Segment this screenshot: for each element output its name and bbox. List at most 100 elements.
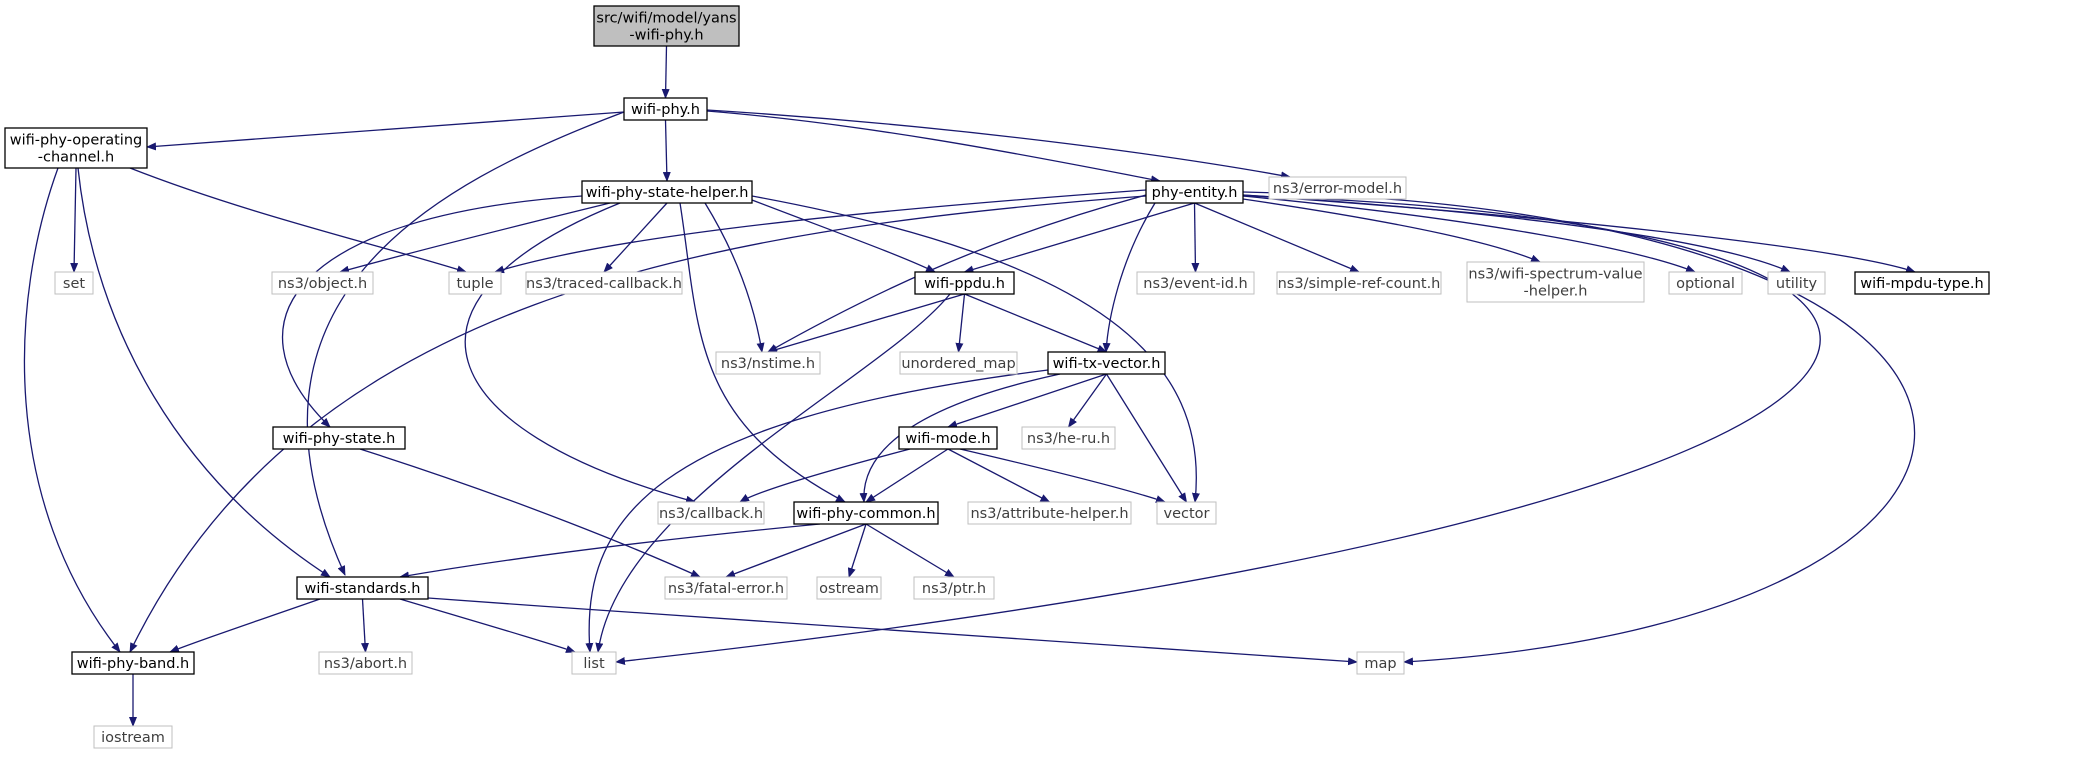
node-ostream: ostream <box>816 576 882 600</box>
node-label-attrhelper: ns3/attribute-helper.h <box>970 506 1128 522</box>
node-statehelper[interactable]: wifi-phy-state-helper.h <box>581 180 753 204</box>
node-nstime: ns3/nstime.h <box>715 351 821 375</box>
edge-txvector-to-heru <box>1067 373 1108 428</box>
edge-phyentity-to-spectrum <box>1242 198 1541 263</box>
node-label-mpdutype: wifi-mpdu-type.h <box>1860 276 1983 292</box>
node-label-utility: utility <box>1776 276 1818 292</box>
edge-phyentity-to-nstime <box>767 194 1147 353</box>
edge-txvector-to-vector <box>1105 373 1188 503</box>
node-fatal: ns3/fatal-error.h <box>664 576 788 600</box>
edge-yans-to-wifiphy <box>661 45 670 99</box>
edge-standards-to-abort <box>360 598 369 653</box>
node-txvector[interactable]: wifi-tx-vector.h <box>1047 351 1166 375</box>
node-label-yans: -wifi-phy.h <box>629 28 703 44</box>
node-box-map <box>1356 651 1405 675</box>
node-traced: ns3/traced-callback.h <box>525 271 683 295</box>
node-label-map: map <box>1364 656 1396 672</box>
edge-opchan-to-band <box>23 167 121 653</box>
edge-statehelper-to-object <box>339 202 611 274</box>
node-box-optional <box>1668 271 1743 295</box>
edge-opchan-to-tuple <box>129 167 467 274</box>
node-label-abort: ns3/abort.h <box>324 656 407 672</box>
node-label-ptr: ns3/ptr.h <box>922 581 986 597</box>
node-label-unordered: unordered_map <box>901 356 1015 372</box>
node-unordered: unordered_map <box>899 351 1018 375</box>
edge-phyentity-to-utility <box>1242 194 1791 273</box>
edge-wifiphy-to-statehelper <box>662 119 671 182</box>
node-label-object: ns3/object.h <box>278 276 367 292</box>
edge-statehelper-to-phystate <box>281 195 583 428</box>
node-standards[interactable]: wifi-standards.h <box>296 576 429 600</box>
edge-wifiphy-to-phyentity <box>706 110 1161 184</box>
node-box-standards <box>296 576 429 600</box>
node-box-vector <box>1156 501 1217 525</box>
node-box-wifimode <box>898 426 998 450</box>
node-wifimode[interactable]: wifi-mode.h <box>898 426 998 450</box>
node-wifiphy[interactable]: wifi-phy.h <box>623 97 708 121</box>
node-label-phystate: wifi-phy-state.h <box>283 431 396 447</box>
node-heru: ns3/he-ru.h <box>1021 426 1116 450</box>
node-label-wifimode: wifi-mode.h <box>905 431 990 447</box>
node-box-phycommon <box>793 501 939 525</box>
node-box-statehelper <box>581 180 753 204</box>
node-box-iostream <box>93 725 173 749</box>
node-label-spectrum: -helper.h <box>1524 284 1588 300</box>
node-box-abort <box>318 651 413 675</box>
node-phycommon[interactable]: wifi-phy-common.h <box>793 501 939 525</box>
node-label-iostream: iostream <box>101 730 165 746</box>
node-label-list: list <box>583 656 605 672</box>
node-box-tuple <box>448 271 502 295</box>
node-yans: src/wifi/model/yans-wifi-phy.h <box>593 5 740 47</box>
node-optional: optional <box>1668 271 1743 295</box>
edge-phyentity-to-txvector <box>1102 202 1156 353</box>
node-label-errormodel: ns3/error-model.h <box>1273 181 1402 197</box>
node-label-yans: src/wifi/model/yans <box>596 11 736 27</box>
edge-statehelper-to-traced <box>603 202 668 273</box>
node-opchan[interactable]: wifi-phy-operating-channel.h <box>4 127 148 169</box>
node-label-opchan: -channel.h <box>38 150 114 166</box>
node-ppdu[interactable]: wifi-ppdu.h <box>914 271 1015 295</box>
node-box-yans <box>593 5 740 47</box>
edge-txvector-to-list <box>585 369 1049 653</box>
node-box-object <box>271 271 374 295</box>
node-box-nstime <box>715 351 821 375</box>
node-label-txvector: wifi-tx-vector.h <box>1053 356 1161 372</box>
edge-phycommon-to-fatal <box>725 523 867 578</box>
edge-wifimode-to-phycommon <box>865 448 949 503</box>
node-box-txvector <box>1047 351 1166 375</box>
edge-phycommon-to-ptr <box>865 523 955 578</box>
edge-wifiphy-to-opchan <box>146 111 625 151</box>
node-box-mpdutype <box>1854 271 1990 295</box>
node-band[interactable]: wifi-phy-band.h <box>71 651 195 675</box>
edge-txvector-to-wifimode <box>947 373 1107 428</box>
node-mpdutype[interactable]: wifi-mpdu-type.h <box>1854 271 1990 295</box>
node-label-wifiphy: wifi-phy.h <box>631 102 700 118</box>
node-simpleref: ns3/simple-ref-count.h <box>1276 271 1442 295</box>
node-phystate[interactable]: wifi-phy-state.h <box>272 426 406 450</box>
node-box-band <box>71 651 195 675</box>
node-label-simpleref: ns3/simple-ref-count.h <box>1278 276 1441 292</box>
node-box-eventid <box>1136 271 1255 295</box>
node-box-unordered <box>899 351 1018 375</box>
node-box-fatal <box>664 576 788 600</box>
node-box-list <box>571 651 617 675</box>
node-phyentity[interactable]: phy-entity.h <box>1145 180 1244 204</box>
edge-ppdu-to-nstime <box>767 293 965 354</box>
node-label-opchan: wifi-phy-operating <box>10 133 142 149</box>
nodes-layer: src/wifi/model/yans-wifi-phy.h wifi-phy.h… <box>4 5 1990 749</box>
edge-phyentity-to-optional <box>1242 195 1696 273</box>
edge-standards-to-band <box>169 598 321 653</box>
node-vector: vector <box>1156 501 1217 525</box>
edge-phyentity-to-simpleref <box>1194 202 1360 273</box>
edge-phyentity-to-band <box>129 195 1147 653</box>
node-label-statehelper: wifi-phy-state-helper.h <box>586 185 749 201</box>
node-label-eventid: ns3/event-id.h <box>1143 276 1247 292</box>
node-spectrum: ns3/wifi-spectrum-value-helper.h <box>1466 261 1645 303</box>
node-box-phystate <box>272 426 406 450</box>
edge-wifimode-to-callback <box>739 448 911 503</box>
node-label-ostream: ostream <box>819 581 879 597</box>
node-label-phyentity: phy-entity.h <box>1152 185 1238 201</box>
node-box-set <box>54 271 94 295</box>
edge-statehelper-to-vector <box>751 195 1200 503</box>
